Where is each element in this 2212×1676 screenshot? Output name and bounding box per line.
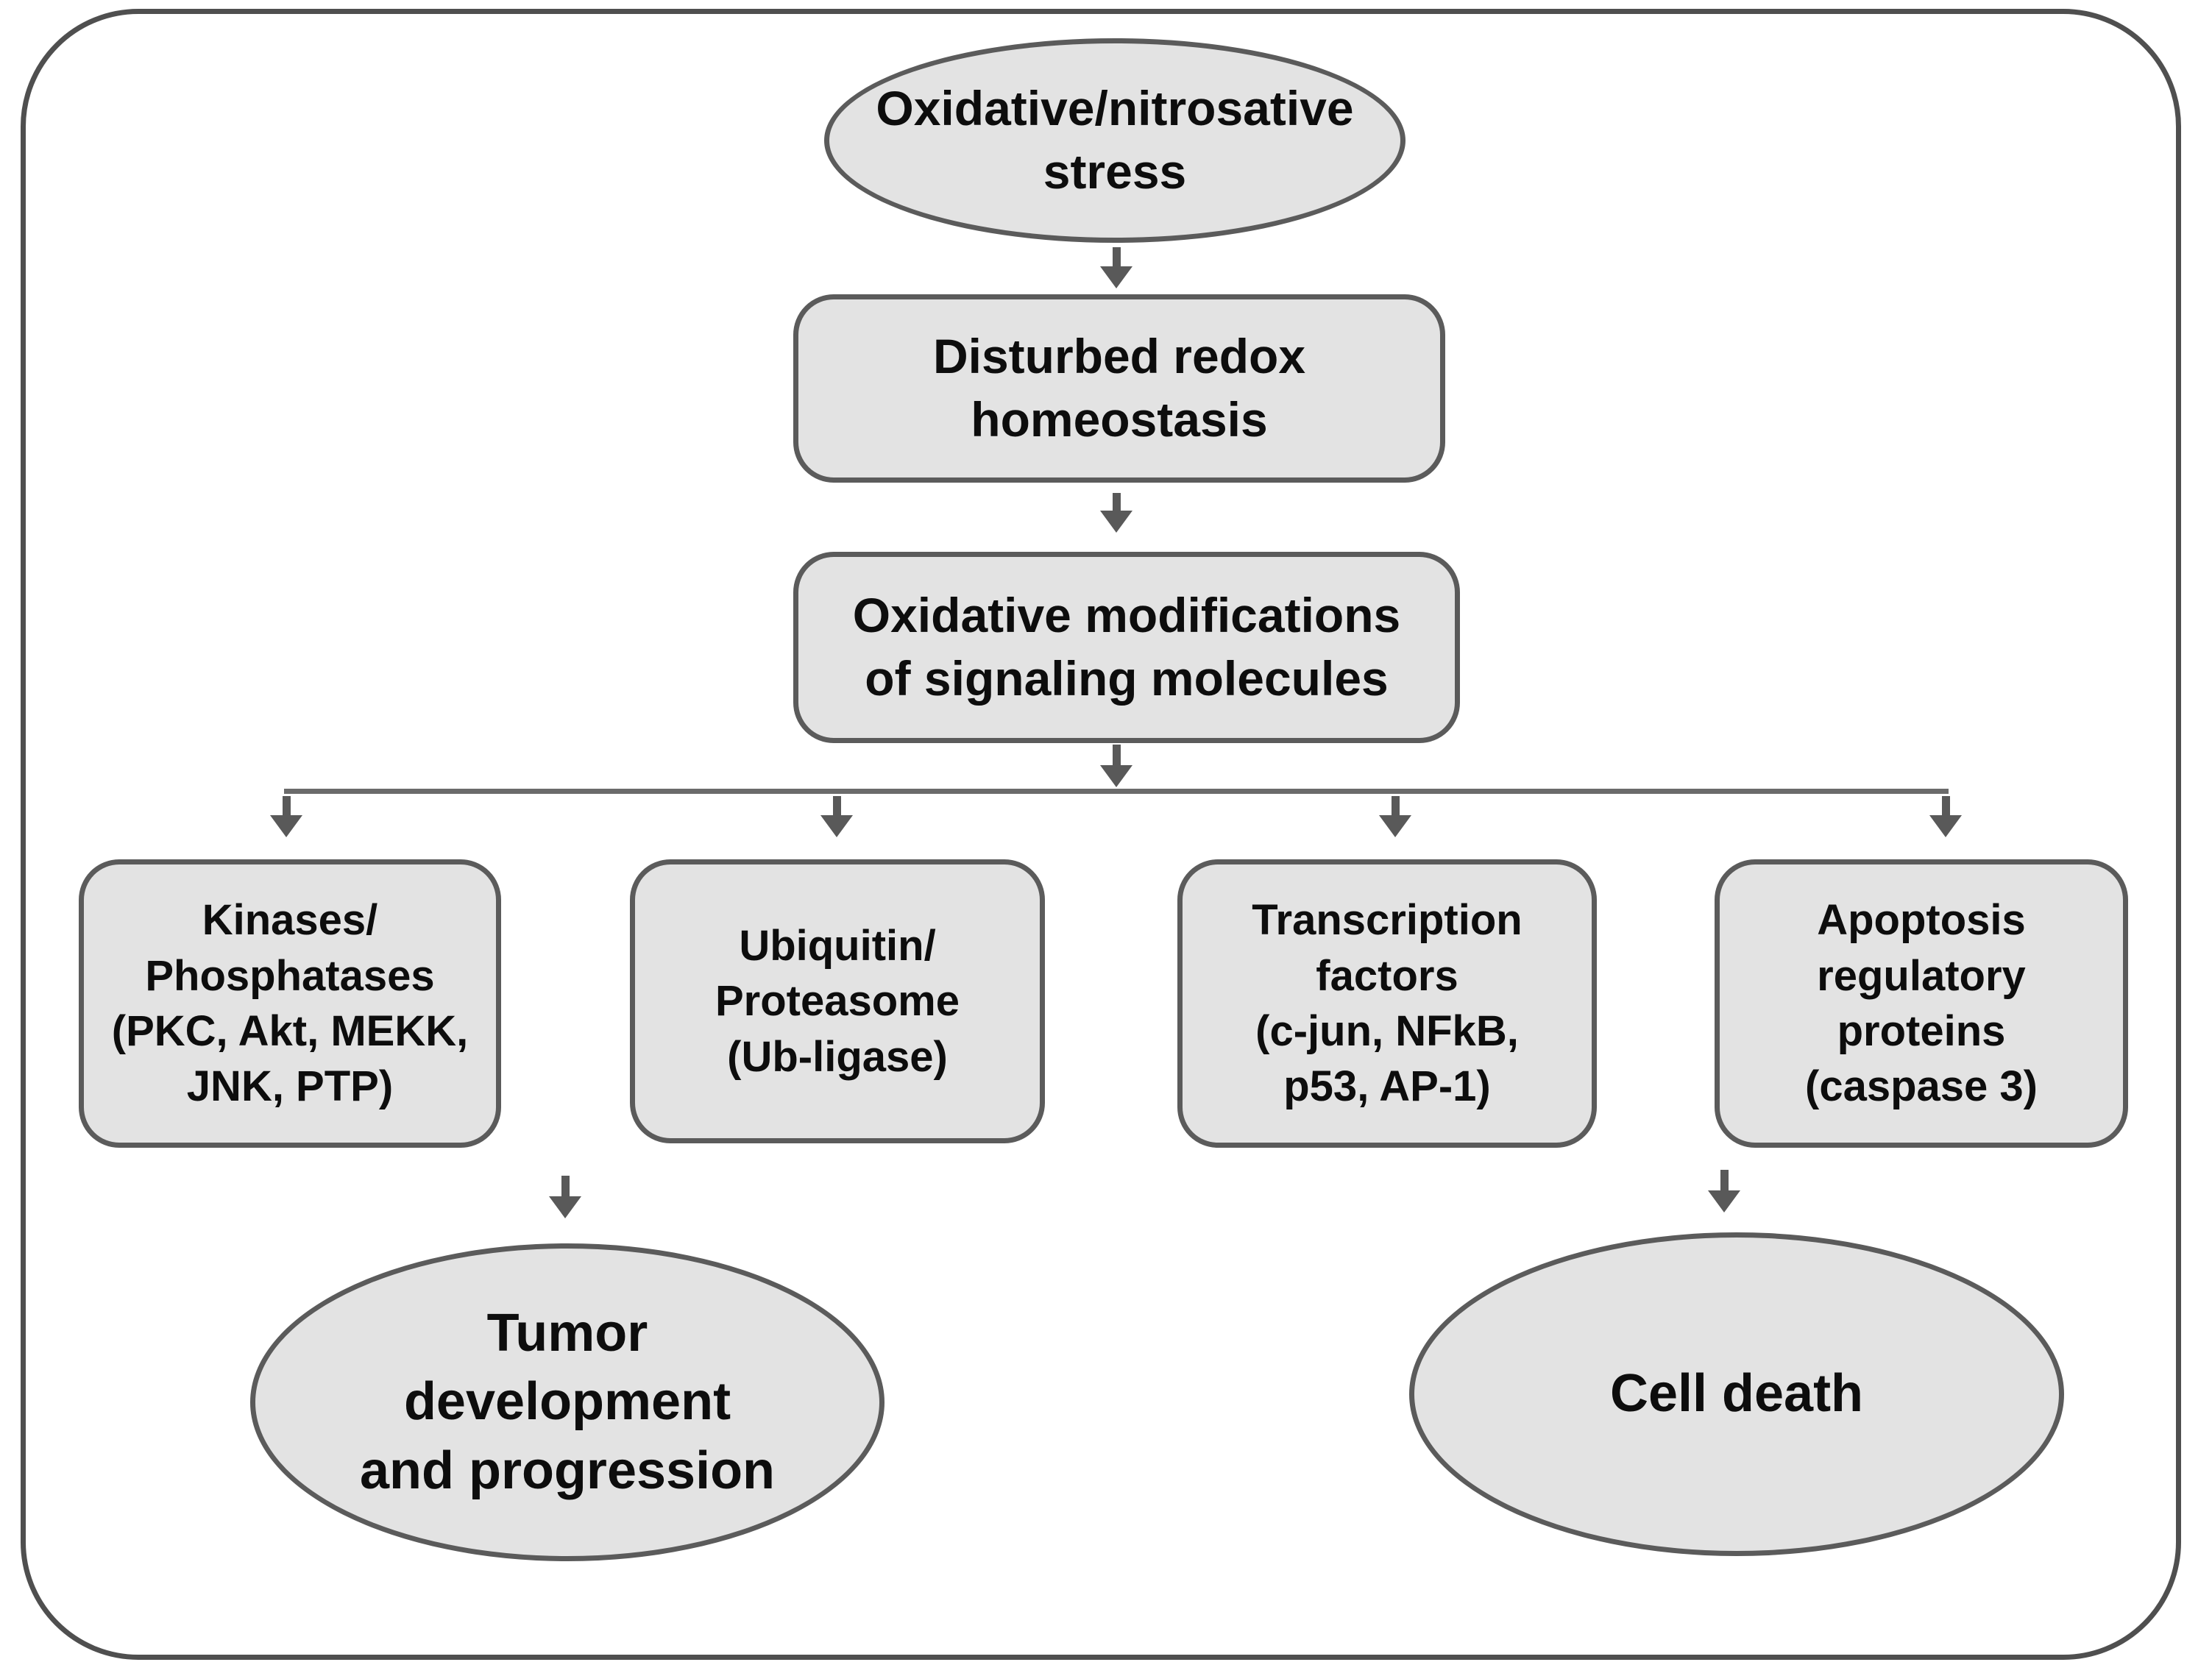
- branch-line: [284, 789, 1949, 794]
- node-apoptosis-regulatory-proteins: Apoptosis regulatory proteins (caspase 3…: [1715, 859, 2128, 1148]
- node-oxidative-nitrosative-stress: Oxidative/nitrosative stress: [824, 38, 1405, 243]
- node-tumor-development: Tumor development and progression: [250, 1243, 885, 1561]
- arrow-branch-to-apoptosis-icon: [1929, 796, 1962, 837]
- node-kinases-phosphatases: Kinases/ Phosphatases (PKC, Akt, MEKK, J…: [79, 859, 501, 1148]
- node-cell-death: Cell death: [1409, 1232, 2064, 1556]
- arrow-redox-to-modifications-icon: [1100, 493, 1132, 533]
- arrow-to-cell-death-icon: [1708, 1170, 1740, 1212]
- node-ubiquitin-proteasome: Ubiquitin/ Proteasome (Ub-ligase): [630, 859, 1045, 1143]
- arrow-branch-to-transcription-icon: [1379, 796, 1411, 837]
- arrow-modifications-to-branch-icon: [1100, 745, 1132, 787]
- node-disturbed-redox-homeostasis: Disturbed redox homeostasis: [793, 294, 1445, 483]
- arrow-branch-to-kinases-icon: [270, 796, 302, 837]
- node-oxidative-modifications: Oxidative modifications of signaling mol…: [793, 552, 1460, 743]
- arrow-stress-to-redox-icon: [1100, 247, 1132, 288]
- arrow-branch-to-ubiquitin-icon: [820, 796, 853, 837]
- node-transcription-factors: Transcription factors (c-jun, NFkB, p53,…: [1177, 859, 1597, 1148]
- arrow-to-tumor-icon: [549, 1176, 581, 1218]
